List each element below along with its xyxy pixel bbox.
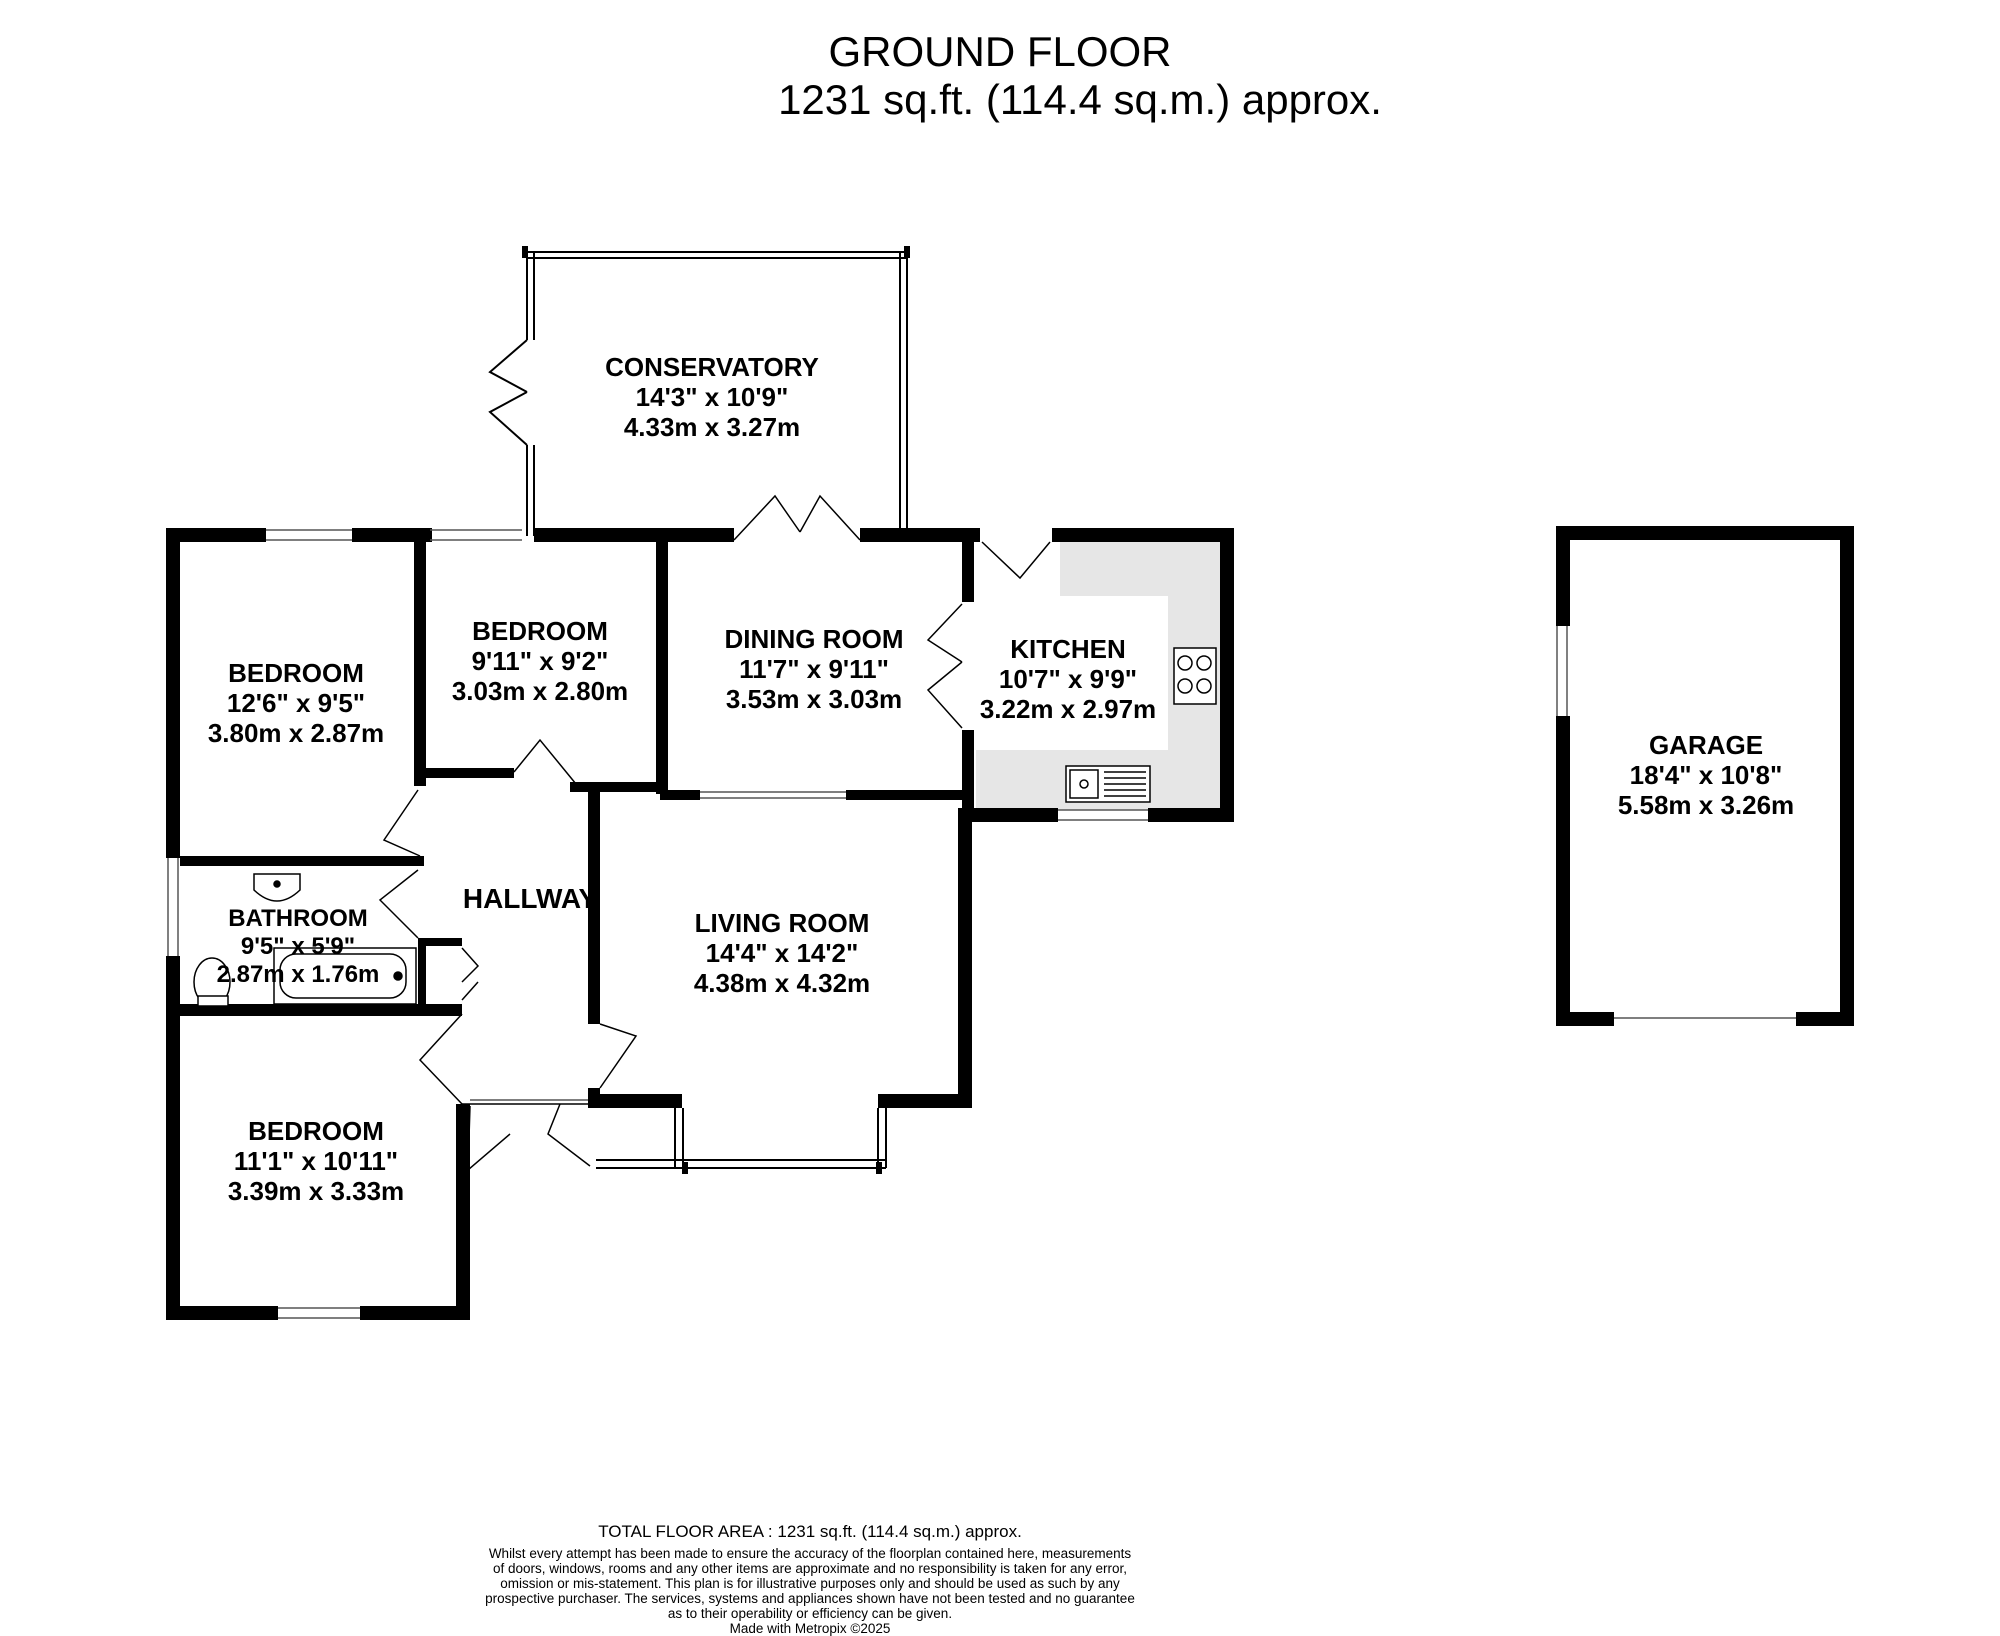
doors (378, 494, 1051, 1172)
room-imperial: 12'6" x 9'5" (227, 688, 365, 718)
page-title: GROUND FLOOR (828, 28, 1172, 75)
room-bedroom-top-left: BEDROOM 12'6" x 9'5" 3.80m x 2.87m (208, 658, 384, 748)
room-imperial: 11'1" x 10'11" (234, 1146, 398, 1176)
room-metric: 3.80m x 2.87m (208, 718, 384, 748)
interior-walls (168, 528, 974, 1108)
disclaimer-line: prospective purchaser. The services, sys… (485, 1591, 1135, 1606)
room-imperial: 9'11" x 9'2" (472, 646, 609, 676)
room-bathroom: BATHROOM 9'5" x 5'9" 2.87m x 1.76m (217, 905, 380, 988)
room-bedroom-middle: BEDROOM 9'11" x 9'2" 3.03m x 2.80m (452, 616, 628, 706)
garage-openings (1556, 626, 1796, 1019)
room-imperial: 9'5" x 5'9" (241, 933, 355, 960)
room-name: CONSERVATORY (605, 352, 819, 382)
total-floor-area: TOTAL FLOOR AREA : 1231 sq.ft. (114.4 sq… (598, 1522, 1022, 1541)
page-subtitle: 1231 sq.ft. (114.4 sq.m.) approx. (778, 76, 1382, 123)
room-metric: 3.39m x 3.33m (228, 1176, 404, 1206)
room-metric: 3.22m x 2.97m (980, 694, 1156, 724)
kitchen-fixtures (1065, 647, 1217, 803)
kitchen-floor (976, 540, 1222, 810)
room-garage: GARAGE 18'4" x 10'8" 5.58m x 3.26m (1618, 730, 1794, 820)
disclaimer: Whilst every attempt has been made to en… (0, 1546, 1620, 1636)
room-name: LIVING ROOM (695, 908, 870, 938)
room-name: DINING ROOM (724, 624, 903, 654)
bay-post (876, 1162, 882, 1174)
room-metric: 5.58m x 3.26m (1618, 790, 1794, 820)
disclaimer-line: as to their operability or efficiency ca… (667, 1606, 953, 1621)
disclaimer-line: Whilst every attempt has been made to en… (488, 1546, 1132, 1561)
room-hallway: HALLWAY (463, 883, 598, 914)
room-name: BATHROOM (228, 905, 368, 932)
conservatory-post (904, 246, 910, 258)
conservatory-walls (488, 251, 908, 536)
conservatory-post (522, 246, 528, 258)
room-metric: 3.53m x 3.03m (726, 684, 902, 714)
room-metric: 4.38m x 4.32m (694, 968, 870, 998)
room-name: BEDROOM (472, 616, 608, 646)
room-name: BEDROOM (248, 1116, 384, 1146)
room-imperial: 14'4" x 14'2" (706, 938, 859, 968)
exterior-walls (166, 528, 1234, 1320)
room-metric: 3.03m x 2.80m (452, 676, 628, 706)
room-name: HALLWAY (463, 883, 598, 914)
garage-walls (1556, 526, 1854, 1026)
windows (167, 529, 1148, 1319)
room-name: BEDROOM (228, 658, 364, 688)
room-metric: 4.33m x 3.27m (624, 412, 800, 442)
room-kitchen: KITCHEN 10'7" x 9'9" 3.22m x 2.97m (980, 634, 1156, 724)
room-name: KITCHEN (1010, 634, 1126, 664)
room-imperial: 11'7" x 9'11" (739, 654, 889, 684)
room-dining: DINING ROOM 11'7" x 9'11" 3.53m x 3.03m (724, 624, 903, 714)
bathroom-fixtures (193, 873, 417, 1007)
room-living: LIVING ROOM 14'4" x 14'2" 4.38m x 4.32m (694, 908, 870, 998)
room-metric: 2.87m x 1.76m (217, 961, 380, 988)
hob-icon (1173, 647, 1217, 705)
bay-window (596, 1108, 887, 1169)
disclaimer-line: omission or mis-statement. This plan is … (500, 1576, 1120, 1591)
room-bedroom-bottom: BEDROOM 11'1" x 10'11" 3.39m x 3.33m (228, 1116, 404, 1206)
disclaimer-line: of doors, windows, rooms and any other i… (492, 1561, 1128, 1576)
bay-post (682, 1162, 688, 1174)
room-imperial: 14'3" x 10'9" (636, 382, 789, 412)
room-name: GARAGE (1649, 730, 1763, 760)
room-imperial: 18'4" x 10'8" (1630, 760, 1783, 790)
disclaimer-line: Made with Metropix ©2025 (729, 1621, 891, 1636)
room-imperial: 10'7" x 9'9" (999, 664, 1137, 694)
room-conservatory: CONSERVATORY 14'3" x 10'9" 4.33m x 3.27m (605, 352, 819, 442)
